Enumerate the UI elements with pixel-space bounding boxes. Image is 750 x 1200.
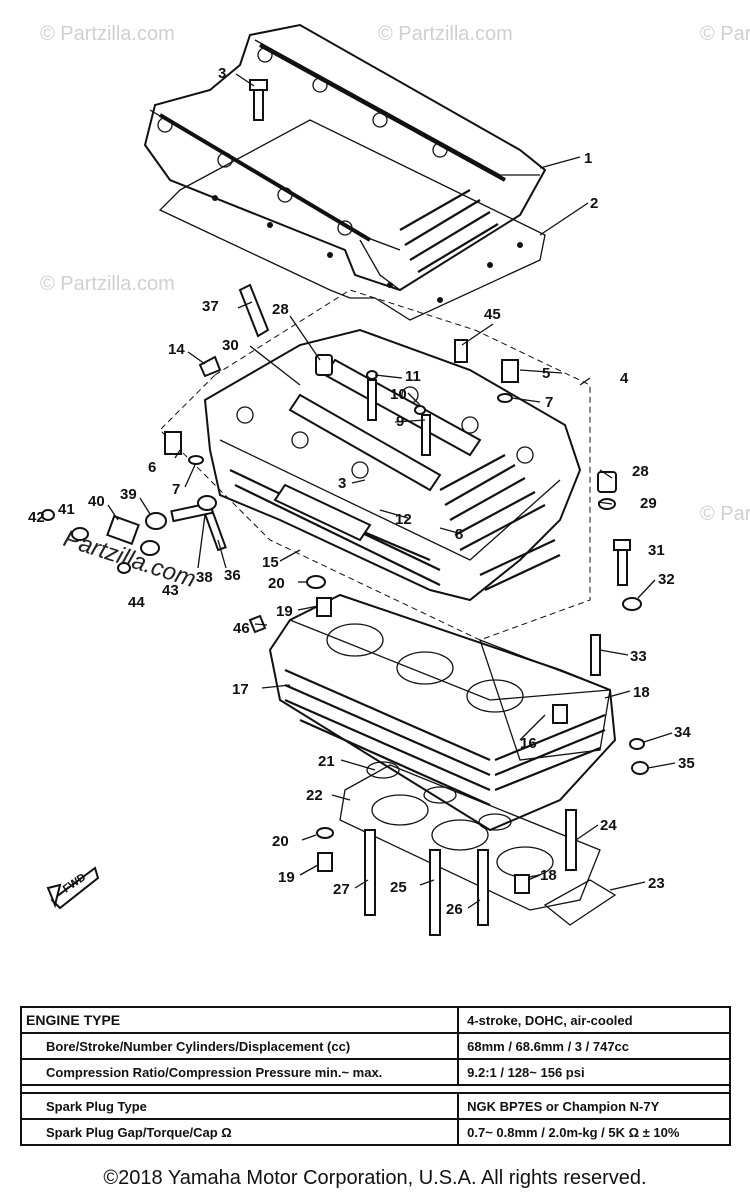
forward-arrow-icon: FWD	[46, 866, 100, 910]
spec-row-bore-stroke: Bore/Stroke/Number Cylinders/Displacemen…	[19, 1032, 731, 1060]
watermark-4: © Partzilla.com	[40, 273, 175, 295]
callout-26: 26	[446, 901, 463, 918]
callout-35: 35	[678, 755, 695, 772]
o-rings-part	[366, 761, 512, 831]
spec-value: NGK BP7ES or Champion N-7Y	[457, 1092, 731, 1120]
callout-18: 18	[633, 684, 650, 701]
callout-30: 30	[222, 337, 239, 354]
engine-spec-table: ENGINE TYPE 4-stroke, DOHC, air-cooled B…	[19, 1006, 731, 1146]
callout-31: 31	[648, 542, 665, 559]
spec-label: Spark Plug Gap/Torque/Cap Ω	[19, 1118, 460, 1146]
callout-18b: 18	[540, 867, 557, 884]
callout-20b: 20	[272, 833, 289, 850]
callout-9: 9	[396, 413, 404, 430]
small-parts	[41, 79, 649, 894]
callout-19: 19	[276, 603, 293, 620]
watermark-3: © Partzilla.com	[700, 23, 750, 45]
callout-42: 42	[28, 509, 45, 526]
callout-46: 46	[233, 620, 250, 637]
callout-25: 25	[390, 879, 407, 896]
spec-label: Compression Ratio/Compression Pressure m…	[19, 1058, 460, 1086]
spec-row-plug-type: Spark Plug Type NGK BP7ES or Champion N-…	[19, 1092, 731, 1120]
spec-value: 68mm / 68.6mm / 3 / 747cc	[457, 1032, 731, 1060]
gasket-holes	[212, 195, 523, 303]
callout-45: 45	[484, 306, 501, 323]
spec-row-plug-gap: Spark Plug Gap/Torque/Cap Ω 0.7~ 0.8mm /…	[19, 1118, 731, 1146]
watermark-2: © Partzilla.com	[378, 23, 513, 45]
callout-14: 14	[168, 341, 185, 358]
callout-44: 44	[128, 594, 145, 611]
callout-11: 11	[405, 368, 421, 385]
callout-7b: 7	[172, 481, 180, 498]
spec-value: 4-stroke, DOHC, air-cooled	[457, 1006, 731, 1034]
callout-7: 7	[545, 394, 553, 411]
callout-23: 23	[648, 875, 665, 892]
callout-34: 34	[674, 724, 691, 741]
spec-value: 0.7~ 0.8mm / 2.0m-kg / 5K Ω ± 10%	[457, 1118, 731, 1146]
watermark-1: © Partzilla.com	[40, 23, 175, 45]
spec-row-spacer	[20, 1084, 731, 1094]
leader-lines	[107, 73, 676, 909]
callout-41: 41	[58, 501, 75, 518]
callout-24: 24	[600, 817, 617, 834]
spec-row-engine-type: ENGINE TYPE 4-stroke, DOHC, air-cooled	[19, 1006, 731, 1034]
callout-28b: 28	[632, 463, 649, 480]
callout-6: 6	[148, 459, 156, 476]
spec-label: Bore/Stroke/Number Cylinders/Displacemen…	[19, 1032, 460, 1060]
callout-16: 16	[520, 735, 537, 752]
callout-1: 1	[584, 150, 592, 167]
gasket-23-part	[543, 879, 617, 926]
callout-2: 2	[590, 195, 598, 212]
callout-4: 4	[620, 370, 629, 387]
callout-3b: 3	[338, 475, 346, 492]
callout-43: 43	[162, 582, 179, 599]
callout-19b: 19	[278, 869, 295, 886]
spec-value: 9.2:1 / 128~ 156 psi	[457, 1058, 731, 1086]
callout-22: 22	[306, 787, 323, 804]
spec-row-compression: Compression Ratio/Compression Pressure m…	[19, 1058, 731, 1086]
callout-10: 10	[390, 386, 407, 403]
spec-label: Spark Plug Type	[19, 1092, 460, 1120]
callout-27: 27	[333, 881, 350, 898]
callout-8: 8	[455, 526, 463, 543]
callout-20: 20	[268, 575, 285, 592]
callout-38: 38	[196, 569, 213, 586]
callout-12: 12	[395, 511, 412, 528]
callout-40: 40	[88, 493, 105, 510]
callout-33: 33	[630, 648, 647, 665]
studs-part	[201, 379, 628, 936]
callout-labels: 1 2 3 4 5 6 7 7 8 9 10 11 12 14 15 16 17…	[28, 65, 695, 918]
callout-29: 29	[640, 495, 657, 512]
callout-3: 3	[218, 65, 226, 82]
cam-cover-part	[143, 23, 547, 292]
cover-gasket-part	[158, 119, 546, 321]
callout-17: 17	[232, 681, 249, 698]
callout-28: 28	[272, 301, 289, 318]
callout-32: 32	[658, 571, 675, 588]
callout-15: 15	[262, 554, 279, 571]
cylinder-block-part	[268, 593, 617, 832]
copyright-notice: ©2018 Yamaha Motor Corporation, U.S.A. A…	[103, 1167, 647, 1189]
spec-label: ENGINE TYPE	[19, 1006, 460, 1034]
watermark-5: © Partzilla.com	[700, 503, 750, 525]
exploded-parts-diagram: © Partzilla.com © Partzilla.com © Partzi…	[28, 23, 750, 936]
callout-36: 36	[224, 567, 241, 584]
cylinder-head-part	[203, 328, 582, 602]
assembly-outline-4	[159, 289, 591, 641]
callout-5: 5	[542, 365, 550, 382]
callout-21: 21	[318, 753, 335, 770]
callout-39: 39	[120, 486, 137, 503]
callout-37: 37	[202, 298, 219, 315]
